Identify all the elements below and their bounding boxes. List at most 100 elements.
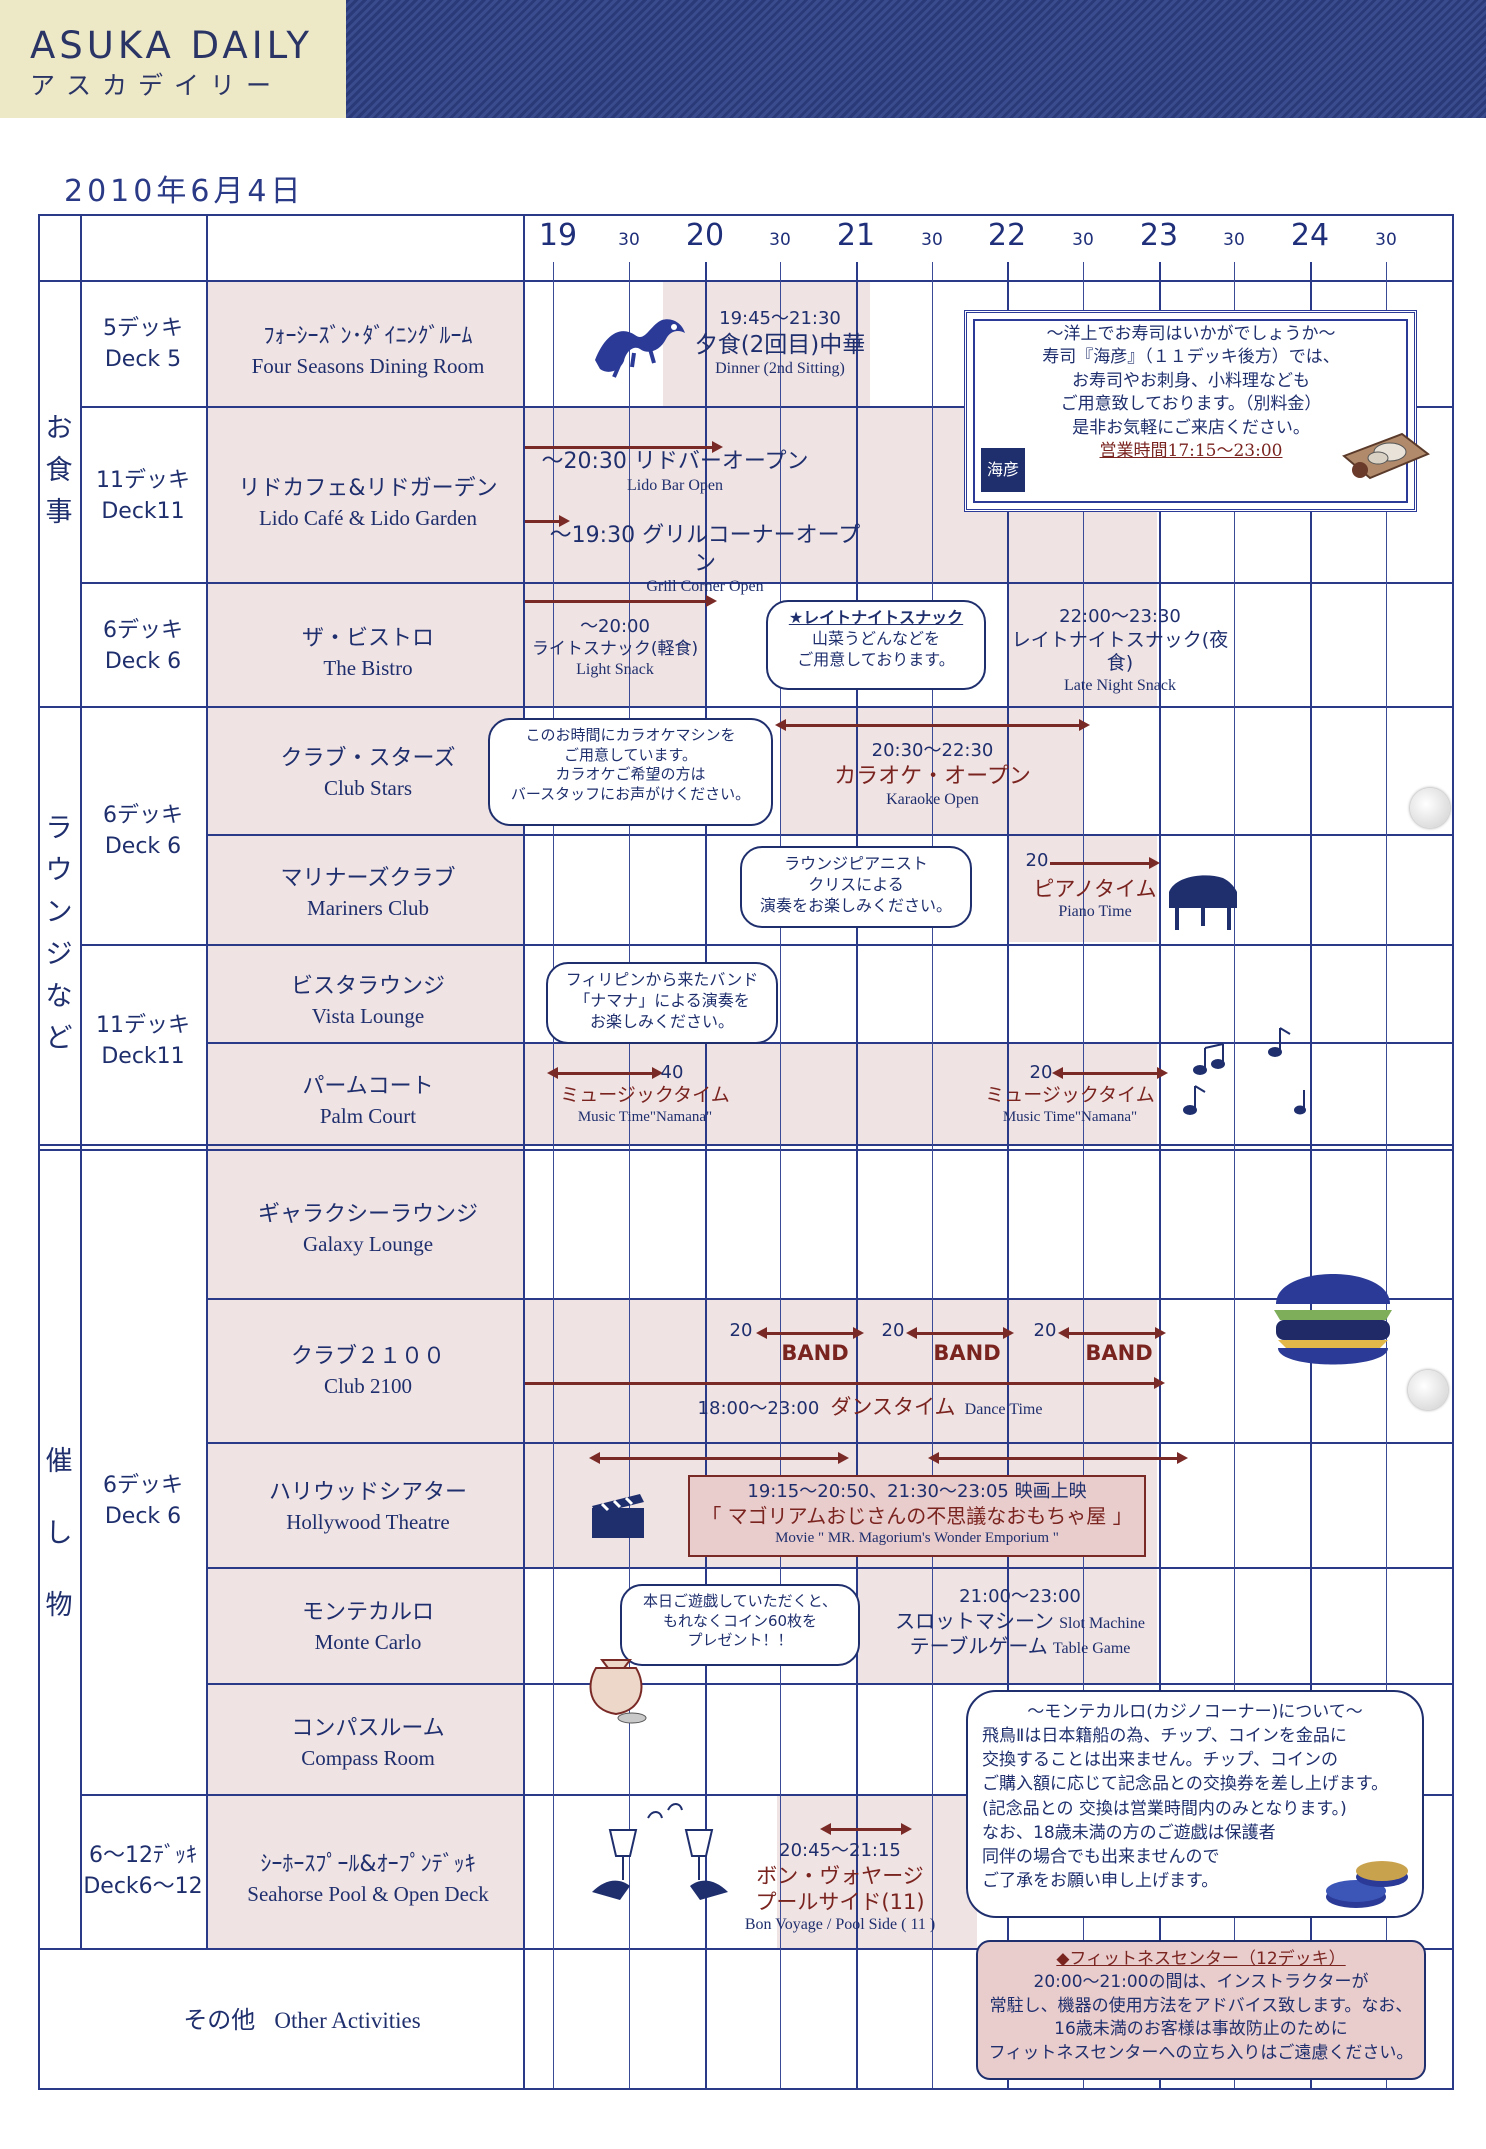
category-dining-char: 食 — [45, 455, 73, 486]
hour-label: 19 — [538, 218, 578, 253]
burger-icon — [1274, 1274, 1392, 1365]
dragon-icon — [595, 319, 685, 378]
band-2-start: 20 — [881, 1320, 905, 1341]
music-notes-icon — [1183, 1027, 1306, 1115]
event-piano: ピアノタイム Piano Time — [1033, 877, 1157, 921]
half-hour-label: 30 — [1375, 230, 1397, 250]
time-line — [932, 262, 933, 2088]
lido-bar-arrow — [525, 441, 723, 453]
band-3-start: 20 — [1033, 1320, 1057, 1341]
grid-line — [208, 1042, 1454, 1044]
grid-line — [206, 214, 208, 1950]
piano-arrow — [1050, 857, 1160, 869]
event-slots: 21:00〜23:00 スロットマシーン Slot Machine テーブルゲー… — [895, 1586, 1145, 1658]
grid-line — [208, 1683, 1454, 1685]
grid-line — [38, 1149, 1454, 1151]
half-hour-label: 30 — [769, 230, 791, 250]
half-hour-label: 30 — [921, 230, 943, 250]
bon-voyage-arrow — [820, 1823, 912, 1835]
casino-chips-icon — [1326, 1861, 1408, 1908]
page-header: ASUKA DAILY アスカデイリー — [0, 0, 1486, 118]
time-line — [1386, 262, 1387, 2088]
event-band-1: BAND — [781, 1341, 849, 1365]
pianist-note: ラウンジピアニスト クリスによる 演奏をお楽しみください。 — [740, 846, 972, 928]
grid-line — [208, 1442, 1454, 1444]
grid-line — [38, 214, 1454, 216]
casino-cell-shade — [856, 1569, 1157, 1683]
binder-hole — [1408, 1370, 1448, 1410]
time-line — [1310, 262, 1312, 2088]
grid-line — [208, 1567, 1454, 1569]
sushi-plate-icon — [1342, 432, 1430, 480]
grid-line — [523, 214, 525, 2090]
event-grill: 〜19:30 グリルコーナーオープン Grill Corner Open — [549, 523, 861, 595]
clapperboard-icon — [592, 1494, 644, 1538]
event-music-2: ミュージックタイム Music Time"Namana" — [985, 1084, 1155, 1125]
club2100-cell-shade — [525, 1300, 1157, 1442]
venue-column-shade — [208, 282, 525, 1948]
grid-line — [38, 214, 40, 2090]
brand-title: ASUKA DAILY — [30, 24, 313, 67]
light-snack-arrow — [525, 595, 717, 607]
time-line — [780, 262, 781, 2088]
band-3-arrow — [1058, 1327, 1166, 1339]
sushi-promo-text: 〜洋上でお寿司はいかがでしょうか〜 寿司『海彦』（１１デッキ後方）では、 お寿司… — [981, 323, 1401, 464]
venue-other: その他 Other Activities — [183, 2006, 421, 2034]
grid-line — [80, 582, 1454, 584]
half-hour-label: 30 — [618, 230, 640, 250]
event-music-1: ミュージックタイム Music Time"Namana" — [560, 1084, 730, 1125]
money-bag-icon — [589, 1659, 647, 1724]
grid-line — [38, 1948, 1454, 1950]
time-line — [1159, 262, 1161, 2088]
time-line — [1234, 262, 1235, 2088]
band-note: フィリピンから来たバンド 「ナマナ」による演奏を お楽しみください。 — [546, 962, 778, 1044]
bistro-cell-shade-1 — [525, 584, 707, 706]
music-2-start: 20 — [1029, 1062, 1053, 1083]
grid-line — [38, 1144, 1454, 1146]
binder-hole — [1410, 788, 1450, 828]
bonvoyage-cell-shade — [777, 1795, 977, 1948]
brand-subtitle: アスカデイリー — [30, 71, 283, 100]
karaoke-note: このお時間にカラオケマシンを ご用意しています。 カラオケご希望の方は バースタ… — [488, 718, 773, 826]
band-1-arrow — [756, 1327, 864, 1339]
music-cell-shade — [525, 1044, 1157, 1144]
sushi-promo-box: 〜洋上でお寿司はいかがでしょうか〜 寿司『海彦』（１１デッキ後方）では、 お寿司… — [964, 310, 1417, 512]
half-hour-label: 30 — [1223, 230, 1245, 250]
casino-note: 〜モンテカルロ(カジノコーナー)について〜 飛鳥Ⅱは日本籍船の為、チップ、コイン… — [966, 1690, 1424, 1918]
event-late-snack: 22:00〜23:30 レイトナイトスナック(夜食) Late Night Sn… — [1011, 606, 1229, 694]
category-dining: お 食 事 — [39, 408, 79, 534]
music-arrow-2 — [1052, 1067, 1168, 1079]
event-light-snack: 〜20:00 ライトスナック(軽食) Light Snack — [531, 616, 699, 678]
grid-line — [80, 214, 82, 1950]
dance-arrow — [525, 1377, 1165, 1389]
champagne-icon — [592, 1803, 728, 1900]
karaoke-arrow — [775, 719, 1090, 731]
fitness-note: ◆フィットネスセンター（12デッキ） 20:00〜21:00の間は、インストラク… — [976, 1940, 1426, 2080]
piano-icon — [1169, 875, 1237, 930]
bistro-cell-shade-2 — [1007, 584, 1157, 706]
grid-line — [1452, 214, 1454, 2090]
event-band-3: BAND — [1085, 1341, 1153, 1365]
karaoke-cell-shade — [780, 708, 1083, 834]
time-line — [856, 262, 858, 2088]
event-dinner: 19:45〜21:30 夕食(2回目)中華 Dinner (2nd Sittin… — [694, 308, 866, 378]
grid-line — [80, 944, 1454, 946]
event-bon-voyage: 20:45〜21:15 ボン・ヴォヤージ プールサイド(11) Bon Voya… — [744, 1840, 936, 1933]
dinner-cell-shade — [663, 282, 870, 407]
hour-label: 23 — [1139, 218, 1179, 253]
